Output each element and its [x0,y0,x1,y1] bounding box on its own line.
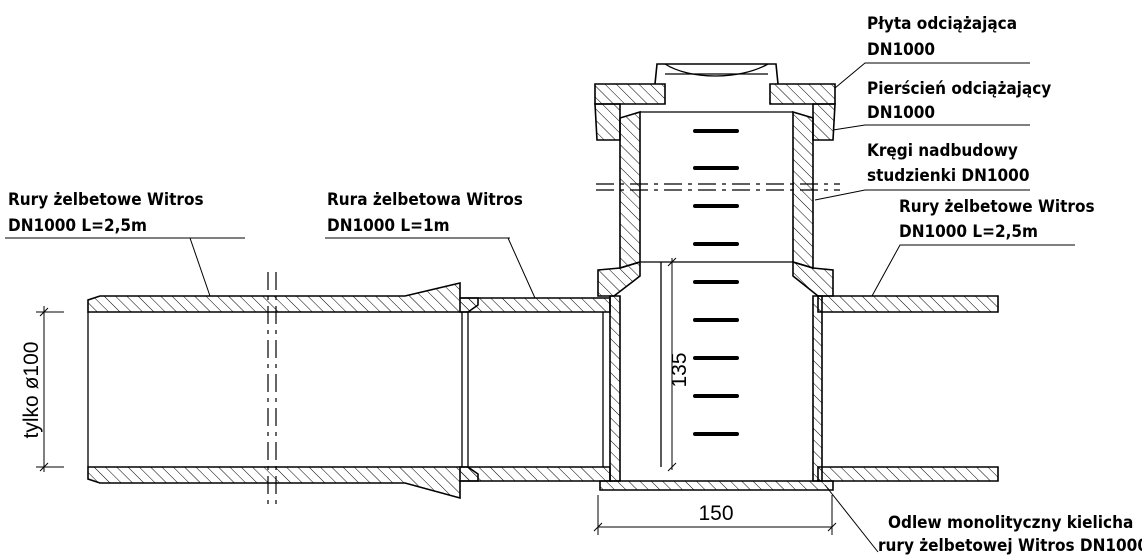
label-rura-mid-2: DN1000 L=1m [327,216,450,236]
inner-outlines [87,111,999,481]
dimension-height: 135 [667,257,691,472]
dimension-height-label: 135 [668,352,691,387]
label-rury-left-2: DN1000 L=2,5m [8,216,147,236]
label-kregi-1: Kręgi nadbudowy [867,141,1018,161]
label-rury-right-2: DN1000 L=2,5m [899,222,1038,242]
dimension-diameter-label: tylko ø100 [20,342,43,439]
label-rura-mid-1: Rura żelbetowa Witros [327,190,523,210]
leader-lines [5,62,1075,553]
dimension-width: 150 [593,495,837,535]
label-pierscien-2: DN1000 [867,103,935,123]
label-plyta-1: Płyta odciążająca [867,14,1017,34]
label-odlew-2: rury żelbetowej Witros DN1000 [878,536,1142,556]
label-kregi-2: studzienki DN1000 [867,166,1029,186]
label-odlew-1: Odlew monolityczny kielicha [888,513,1133,533]
break-lines [267,183,840,505]
labels: Płyta odciążająca DN1000 Pierścień odcią… [8,14,1142,556]
label-pierscien-1: Pierścień odciążający [867,79,1051,99]
label-rury-right-1: Rury żelbetowe Witros [899,197,1095,217]
label-rury-left-1: Rury żelbetowe Witros [8,190,204,210]
pipe-walls [87,281,999,500]
dimension-diameter: tylko ø100 [20,306,64,472]
label-plyta-2: DN1000 [867,40,935,60]
manhole-walls [594,63,836,491]
dimension-width-label: 150 [698,502,733,525]
step-irons [693,129,739,436]
